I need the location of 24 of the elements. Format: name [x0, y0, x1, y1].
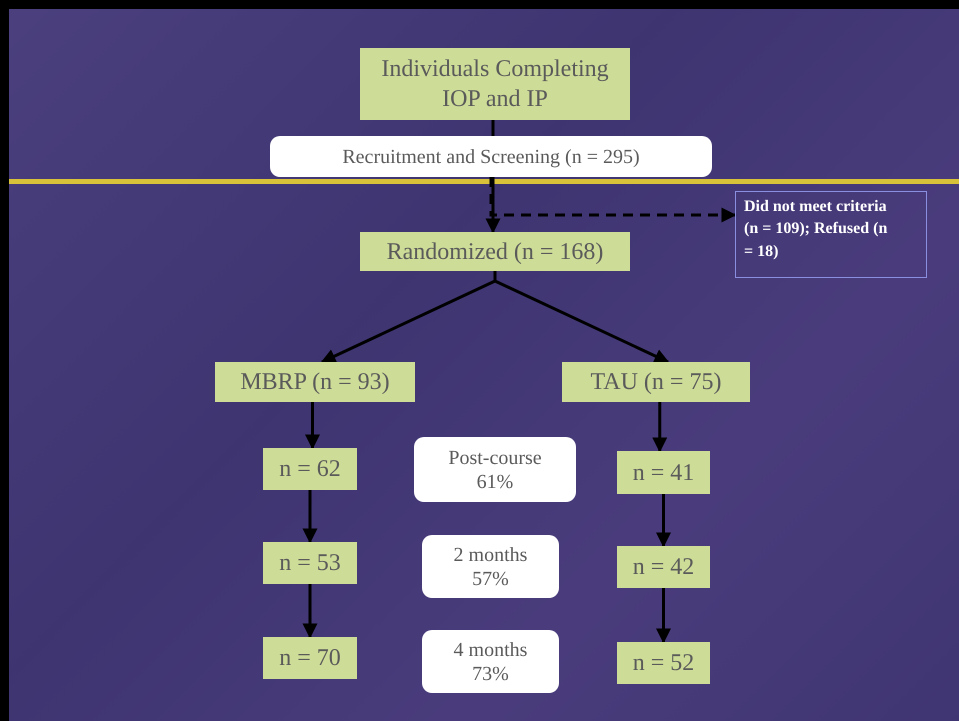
- arrow: [656, 494, 671, 548]
- process-box: n = 62: [263, 448, 357, 490]
- process-box: TAU (n = 75): [562, 362, 750, 402]
- note-box: Did not meet criteria (n = 109); Refused (n = 18): [735, 191, 927, 278]
- arrow: [302, 490, 318, 544]
- arrow: [490, 177, 736, 222]
- arrow: [305, 402, 320, 450]
- process-box: MBRP (n = 93): [215, 362, 415, 402]
- process-box: n = 41: [617, 451, 710, 494]
- arrow: [652, 402, 668, 452]
- process-box: n = 70: [263, 637, 357, 679]
- process-box: Randomized (n = 168): [360, 232, 630, 271]
- process-box: 2 months 57%: [422, 535, 559, 598]
- process-box: n = 52: [617, 642, 710, 684]
- arrow: [486, 177, 500, 234]
- arrow: [656, 588, 671, 644]
- process-box: Recruitment and Screening (n = 295): [270, 136, 712, 177]
- arrow: [494, 271, 670, 364]
- process-box: n = 42: [617, 546, 710, 588]
- process-box: 4 months 73%: [422, 630, 559, 693]
- process-box: Individuals Completing IOP and IP: [360, 48, 630, 120]
- process-box: n = 53: [263, 542, 357, 584]
- arrow: [302, 584, 318, 638]
- process-box: Post-course 61%: [414, 437, 576, 502]
